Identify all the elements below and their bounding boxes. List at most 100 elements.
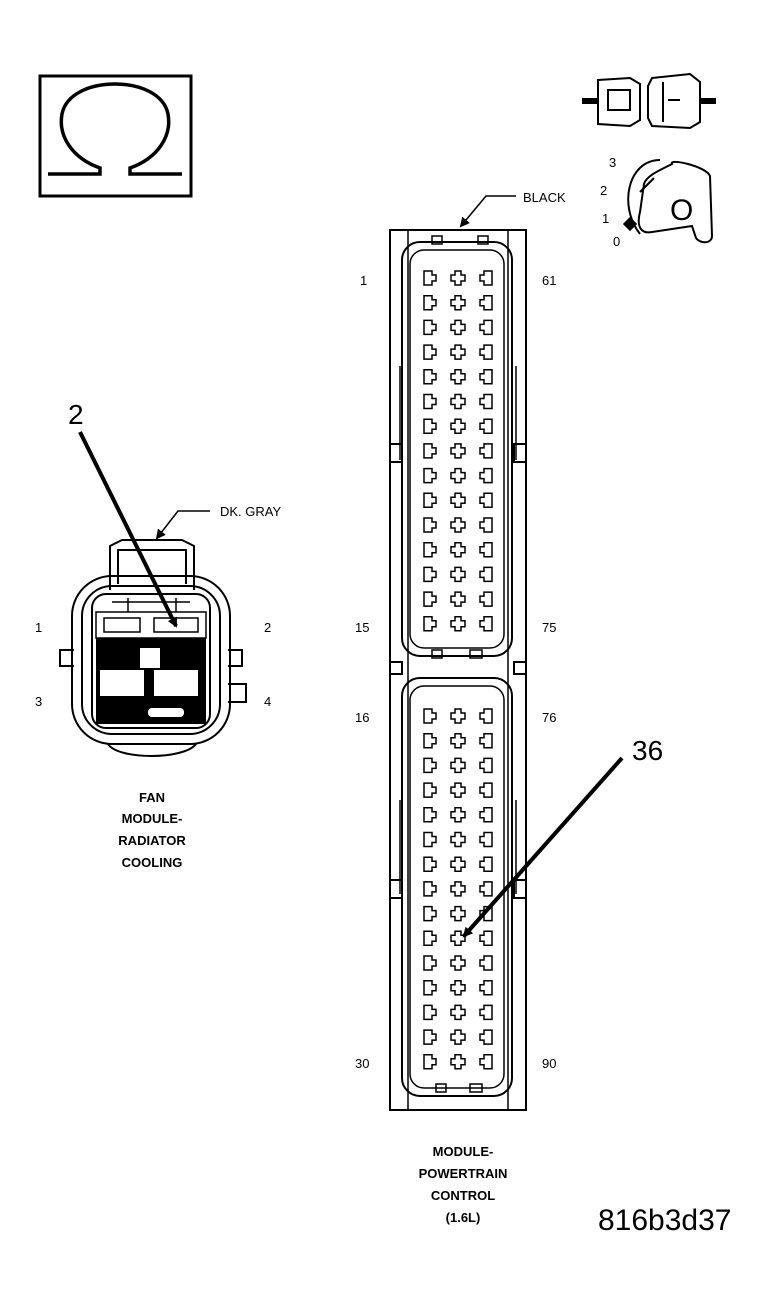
pcm-pin-cavity [450, 782, 466, 798]
pcm-pin-cavity [479, 979, 493, 996]
fan-color-leader [155, 510, 210, 540]
ignition-key-icon: 3 2 1 0 O [600, 155, 714, 249]
pcm-pin-cavity [450, 831, 466, 848]
pcm-pin-cavity [450, 541, 466, 558]
pcm-pin-cavity [479, 467, 493, 484]
fan-caption-line-1: FAN [139, 790, 165, 805]
pcm-caption-line-3: CONTROL [431, 1188, 495, 1203]
pcm-pin-cavity [423, 517, 437, 533]
pcm-pin-cavity [423, 708, 437, 724]
pcm-pin-cavity [479, 708, 493, 724]
pcm-pin-cavity [450, 517, 466, 533]
pcm-pin-cavity [450, 807, 466, 823]
fan-pin-4: 4 [264, 694, 271, 709]
pcm-pin-cavity [479, 541, 493, 558]
pcm-pin-cavity [479, 270, 493, 286]
ignition-position-2: 2 [600, 183, 607, 198]
pcm-pin-cavity [479, 294, 493, 311]
pcm-pin-cavity [450, 856, 466, 872]
pcm-probe-arrow [462, 756, 624, 938]
pcm-pin-cavity [479, 616, 493, 632]
pcm-pin-cavity [450, 591, 466, 607]
pcm-pin-76: 76 [542, 710, 556, 725]
pcm-pin-cavity [450, 979, 466, 996]
pcm-pin-cavity [479, 319, 493, 336]
pcm-pin-cavity [479, 930, 493, 947]
connector-disconnected-icon [582, 72, 716, 130]
ignition-position-3: 3 [609, 155, 616, 170]
pcm-pin-cavity [479, 881, 493, 897]
pcm-pin-cavity [423, 1004, 437, 1021]
pcm-connector [389, 229, 527, 1111]
pcm-pin-cavity [423, 856, 437, 872]
pcm-pin-cavity [423, 881, 437, 897]
pcm-pin-cavity [479, 732, 493, 749]
pcm-pin-cavity [423, 393, 437, 410]
pcm-pin-cavity [450, 757, 466, 774]
omega-icon [38, 74, 193, 198]
pcm-pin-cavity [450, 393, 466, 410]
pcm-pin-cavity [479, 955, 493, 971]
pcm-pin-15: 15 [355, 620, 369, 635]
pcm-pin-cavity [423, 1054, 437, 1070]
pcm-pin-cavity [479, 393, 493, 410]
pcm-pin-cavity [450, 344, 466, 360]
pcm-pin-cavity [450, 418, 466, 434]
pcm-pin-cavity [423, 344, 437, 360]
pcm-pin-cavity [450, 294, 466, 311]
pcm-pin-cavity [450, 732, 466, 749]
fan-pin-2: 2 [264, 620, 271, 635]
pcm-pin-cavity [479, 492, 493, 509]
pcm-pin-cavity [450, 616, 466, 632]
pcm-probe-number: 36 [632, 735, 663, 766]
pcm-pin-cavity [450, 319, 466, 336]
pcm-pin-cavity [479, 443, 493, 459]
pcm-pin-cavity [450, 955, 466, 971]
pcm-pin-cavity [423, 955, 437, 971]
pcm-pin-cavity [423, 467, 437, 484]
pcm-pin-cavity [450, 566, 466, 583]
pcm-pin-cavity [423, 319, 437, 336]
pcm-pin-cavity [423, 905, 437, 922]
pcm-pin-cavity [423, 831, 437, 848]
fan-probe-number: 2 [68, 399, 84, 430]
pcm-pin-cavity [479, 807, 493, 823]
ignition-position-0: 0 [613, 234, 620, 249]
pcm-pin-cavity [450, 369, 466, 385]
pcm-pin-cavity [479, 517, 493, 533]
pcm-pin-cavity [450, 881, 466, 897]
pcm-pin-75: 75 [542, 620, 556, 635]
pcm-pin-cavity [423, 757, 437, 774]
fan-caption-line-4: COOLING [122, 855, 183, 870]
fan-connector [59, 539, 247, 757]
pcm-pin-cavity [450, 708, 466, 724]
pcm-pin-cavity [450, 270, 466, 286]
pcm-pin-cavity [479, 831, 493, 848]
ignition-key-label: O [670, 194, 693, 227]
pcm-color-leader [459, 195, 516, 228]
pcm-pin-cavity [423, 979, 437, 996]
pcm-pin-cavity [479, 566, 493, 583]
pcm-pin-cavity [479, 856, 493, 872]
pcm-caption-line-2: POWERTRAIN [419, 1166, 508, 1181]
pcm-pin-cavity [423, 616, 437, 632]
pcm-pin-cavity [479, 757, 493, 774]
pcm-caption-line-1: MODULE- [433, 1144, 494, 1159]
pcm-pin-cavity [423, 930, 437, 947]
pcm-pin-cavity [423, 566, 437, 583]
pcm-pin-cavity [450, 1029, 466, 1045]
pcm-pin-cavity [423, 1029, 437, 1045]
fan-color-label: DK. GRAY [220, 504, 281, 519]
pcm-pin-cavity [423, 541, 437, 558]
pcm-color-label: BLACK [523, 190, 566, 205]
pcm-pin-cavity [450, 492, 466, 509]
pcm-pin-cavity [450, 1054, 466, 1070]
pcm-pin-cavity [479, 782, 493, 798]
pcm-pin-cavity [479, 344, 493, 360]
pcm-pin-1: 1 [360, 273, 367, 288]
fan-caption-line-2: MODULE- [122, 811, 183, 826]
ignition-position-1: 1 [602, 211, 609, 226]
pcm-pin-cavity [423, 807, 437, 823]
pcm-pin-cavity [479, 1004, 493, 1021]
